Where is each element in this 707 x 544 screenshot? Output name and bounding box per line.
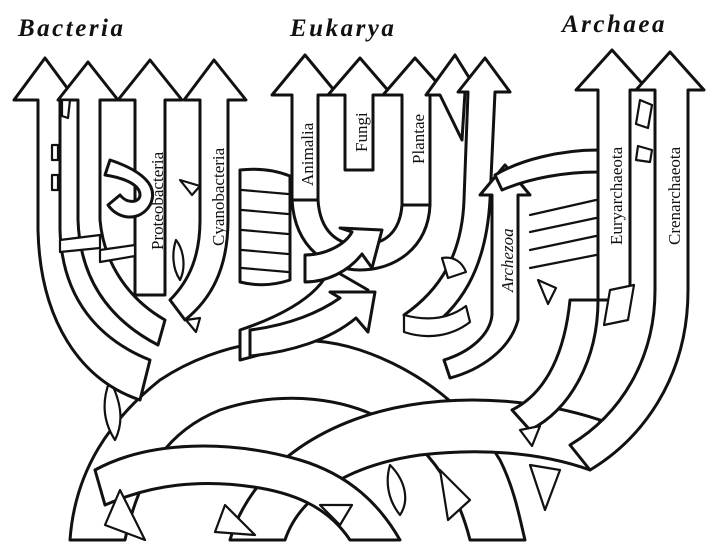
eukarya-branches — [238, 53, 512, 362]
label-plantae: Plantae — [409, 114, 428, 164]
label-archezoa: Archezoa — [498, 228, 517, 293]
label-animalia: Animalia — [298, 122, 317, 186]
branch-crenarchaeota — [568, 50, 706, 472]
branch-archezoa — [442, 163, 532, 380]
label-proteobacteria: Proteobacteria — [148, 151, 167, 250]
bacteria-branches — [12, 56, 248, 402]
label-crenarchaeota: Crenarchaeota — [665, 146, 684, 245]
archaea-branches — [493, 48, 706, 472]
label-fungi: Fungi — [352, 112, 371, 152]
domain-title-archaea: Archaea — [560, 11, 667, 38]
root-network — [68, 338, 602, 542]
branch-labels: Proteobacteria Cyanobacteria Animalia Fu… — [148, 112, 684, 293]
archezoa-branch — [442, 163, 532, 380]
branch-cyanobacteria — [168, 58, 248, 322]
label-cyanobacteria: Cyanobacteria — [209, 147, 228, 246]
domain-title-eukarya: Eukarya — [289, 15, 396, 42]
branch-proteobacteria — [116, 58, 184, 297]
label-euryarchaeota: Euryarchaeota — [607, 146, 626, 245]
domain-title-bacteria: Bacteria — [17, 15, 126, 42]
